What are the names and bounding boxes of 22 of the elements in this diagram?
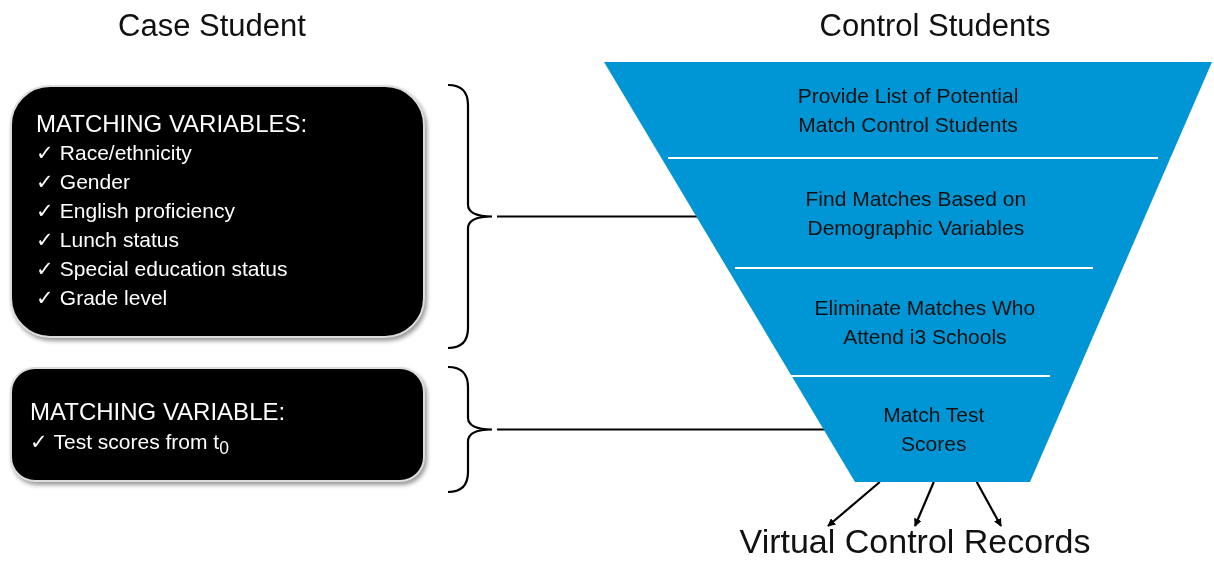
column-heading: Control Students [818,8,1052,44]
stage-text: Find Matches Based on Demographic Variables [804,186,1028,241]
arrow [827,481,881,527]
checklist-item: ✓ Gender [36,169,130,195]
column-heading: Case Student [117,8,307,44]
card-heading: MATCHING VARIABLES: [36,109,308,138]
checklist-item: ✓ Test scores from t$_{0}$ [30,429,229,461]
variables-card [10,85,425,338]
bracket-connector [446,365,827,494]
card-heading: MATCHING VARIABLE: [30,397,286,427]
arrow [975,481,1002,527]
checklist-item: ✓ Grade level [36,285,168,311]
outcome-text: Virtual Control Records [739,522,1091,560]
checklist-item: ✓ Race/ethnicity [36,140,192,166]
checklist-item: ✓ English proficiency [36,198,235,224]
variables-card [10,367,425,482]
stage-text: Provide List of Potential Match Control Students [796,83,1020,138]
checklist-item: ✓ Special education status [36,256,288,282]
checklist-item: ✓ Lunch status [36,227,179,253]
arrow [914,481,935,527]
stage-text: Eliminate Matches Who Attend i3 Schools [813,295,1037,350]
stage-text: Match Test Scores [882,402,986,457]
